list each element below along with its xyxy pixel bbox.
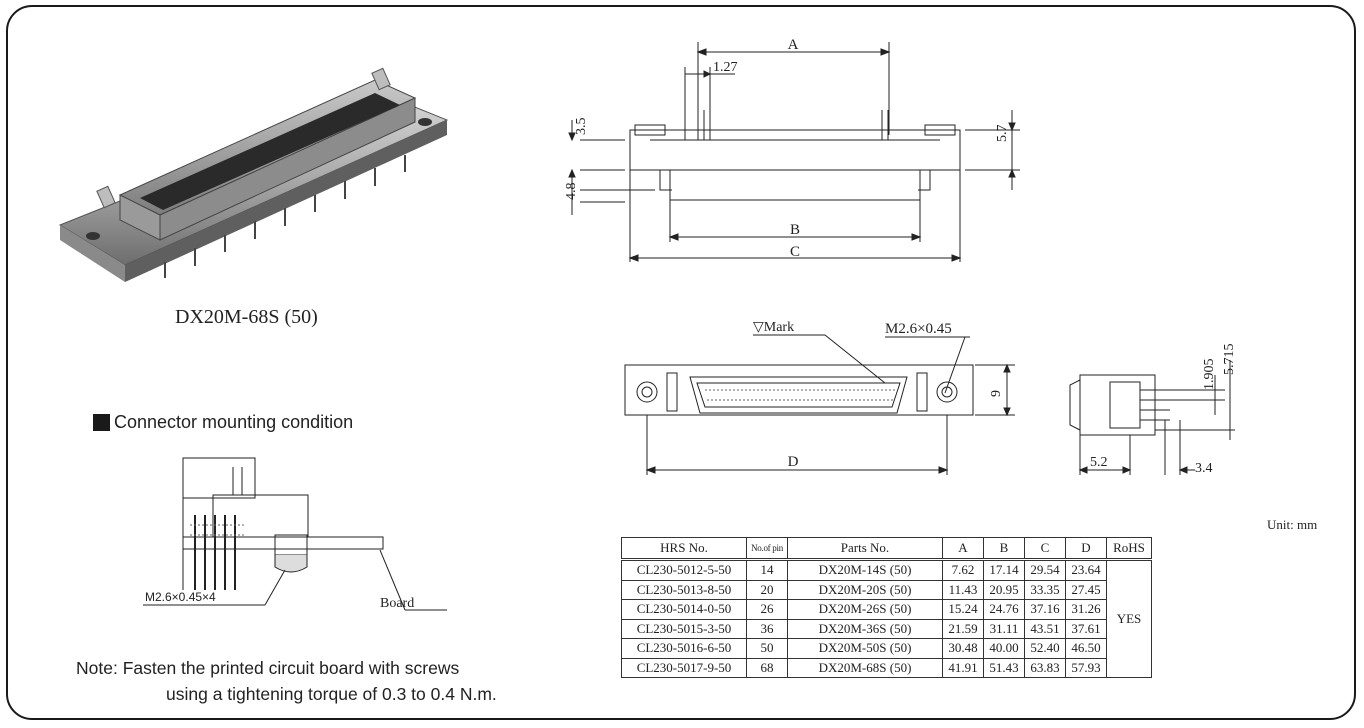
end-view-drawing: 1.905 5.715 5.2 3.4 bbox=[1069, 344, 1237, 476]
cell-a: 21.59 bbox=[942, 618, 984, 639]
cell-a: 15.24 bbox=[942, 599, 984, 620]
cell-c: 63.83 bbox=[1024, 657, 1066, 678]
dim-pitch-label: 1.27 bbox=[713, 60, 738, 75]
cell-parts-no: DX20M-68S (50) bbox=[787, 657, 943, 678]
mounting-section-title: Connector mounting condition bbox=[93, 412, 353, 433]
table-header-row: HRS No. No.of pin Parts No. A B C D RoHS bbox=[621, 537, 1152, 561]
note: Note: Fasten the printed circuit board w… bbox=[76, 655, 497, 707]
cell-c: 29.54 bbox=[1024, 559, 1066, 581]
cell-c: 37.16 bbox=[1024, 599, 1066, 620]
dim-1-905-label: 1.905 bbox=[1202, 359, 1217, 391]
note-line-1: Note: Fasten the printed circuit board w… bbox=[76, 658, 460, 678]
dim-c-label: C bbox=[790, 244, 800, 260]
product-caption: DX20M-68S (50) bbox=[175, 306, 318, 328]
col-b: B bbox=[983, 537, 1025, 561]
cell-parts-no: DX20M-20S (50) bbox=[787, 579, 943, 600]
cell-hrs-no: CL230-5017-9-50 bbox=[621, 657, 747, 678]
cell-parts-no: DX20M-50S (50) bbox=[787, 638, 943, 659]
cell-b: 24.76 bbox=[983, 599, 1025, 620]
col-parts-no: Parts No. bbox=[787, 537, 943, 561]
board-label: Board bbox=[380, 596, 414, 611]
dim-4-8-label: 4.8 bbox=[564, 183, 579, 201]
cell-hrs-no: CL230-5014-0-50 bbox=[621, 599, 747, 620]
cell-no-of-pin: 50 bbox=[746, 638, 788, 659]
table-row: CL230-5012-5-50 14 DX20M-14S (50) 7.62 1… bbox=[621, 559, 1152, 678]
cell-d: 37.61 bbox=[1065, 618, 1107, 639]
cell-d: 23.64 bbox=[1065, 559, 1107, 581]
cell-a: 41.91 bbox=[942, 657, 984, 678]
cell-d: 57.93 bbox=[1065, 657, 1107, 678]
dim-3-4-label: 3.4 bbox=[1195, 461, 1213, 476]
dim-5-2-label: 5.2 bbox=[1090, 455, 1108, 470]
mounting-drawing: M2.6×0.45×4 Board bbox=[143, 457, 447, 611]
screw-label: M2.6×0.45×4 bbox=[145, 590, 216, 604]
cell-b: 31.11 bbox=[983, 618, 1025, 639]
mark-label: ▽Mark bbox=[753, 320, 794, 335]
cell-hrs-no: CL230-5013-8-50 bbox=[621, 579, 747, 600]
dim-b-label: B bbox=[790, 222, 800, 238]
cell-parts-no: DX20M-36S (50) bbox=[787, 618, 943, 639]
col-hrs-no: HRS No. bbox=[621, 537, 747, 561]
col-no-of-pin: No.of pin bbox=[746, 537, 788, 561]
dim-d-label: D bbox=[788, 454, 799, 470]
note-line-2: using a tightening torque of 0.3 to 0.4 … bbox=[166, 684, 497, 704]
mounting-title-text: Connector mounting condition bbox=[114, 412, 354, 432]
square-bullet-icon bbox=[93, 414, 110, 431]
table-row: CL230-5017-9-50 68 DX20M-68S (50) 41.91 … bbox=[621, 657, 1152, 678]
cell-no-of-pin: 68 bbox=[746, 657, 788, 678]
cell-hrs-no: CL230-5016-6-50 bbox=[621, 638, 747, 659]
table-row: CL230-5016-6-50 50 DX20M-50S (50) 30.48 … bbox=[621, 638, 1152, 659]
connector-photo bbox=[58, 67, 449, 282]
cell-c: 43.51 bbox=[1024, 618, 1066, 639]
cell-hrs-no: CL230-5012-5-50 bbox=[621, 559, 747, 581]
cell-b: 17.14 bbox=[983, 559, 1025, 581]
cell-no-of-pin: 14 bbox=[746, 559, 788, 581]
screw-spec-label: M2.6×0.45 bbox=[885, 321, 952, 337]
cell-c: 33.35 bbox=[1024, 579, 1066, 600]
dim-5-7-label: 5.7 bbox=[995, 125, 1010, 143]
cell-parts-no: DX20M-26S (50) bbox=[787, 599, 943, 620]
cell-d: 27.45 bbox=[1065, 579, 1107, 600]
front-view-drawing: ▽Mark M2.6×0.45 9 D bbox=[624, 320, 1015, 475]
cell-no-of-pin: 36 bbox=[746, 618, 788, 639]
table-row: CL230-5015-3-50 36 DX20M-36S (50) 21.59 … bbox=[621, 618, 1152, 639]
cell-a: 11.43 bbox=[942, 579, 984, 600]
document-frame bbox=[6, 5, 1356, 720]
cell-a: 30.48 bbox=[942, 638, 984, 659]
cell-b: 51.43 bbox=[983, 657, 1025, 678]
side-view-drawing: A 1.27 3.5 4.8 5.7 B C bbox=[564, 37, 1020, 262]
cell-rohs: YES bbox=[1106, 559, 1152, 678]
unit-label: Unit: mm bbox=[1267, 517, 1318, 532]
dim-5-715-label: 5.715 bbox=[1222, 344, 1237, 376]
spec-table: HRS No. No.of pin Parts No. A B C D RoHS… bbox=[621, 537, 1152, 678]
dim-a-label: A bbox=[788, 37, 799, 53]
table-row: CL230-5014-0-50 26 DX20M-26S (50) 15.24 … bbox=[621, 599, 1152, 620]
cell-a: 7.62 bbox=[942, 559, 984, 581]
cell-no-of-pin: 20 bbox=[746, 579, 788, 600]
dim-3-5-label: 3.5 bbox=[574, 118, 589, 136]
dim-9-label: 9 bbox=[989, 390, 1004, 397]
cell-parts-no: DX20M-14S (50) bbox=[787, 559, 943, 581]
cell-c: 52.40 bbox=[1024, 638, 1066, 659]
col-c: C bbox=[1024, 537, 1066, 561]
cell-b: 40.00 bbox=[983, 638, 1025, 659]
cell-d: 46.50 bbox=[1065, 638, 1107, 659]
col-d: D bbox=[1065, 537, 1107, 561]
cell-hrs-no: CL230-5015-3-50 bbox=[621, 618, 747, 639]
cell-d: 31.26 bbox=[1065, 599, 1107, 620]
col-rohs: RoHS bbox=[1106, 537, 1152, 561]
table-row: CL230-5013-8-50 20 DX20M-20S (50) 11.43 … bbox=[621, 579, 1152, 600]
cell-b: 20.95 bbox=[983, 579, 1025, 600]
col-a: A bbox=[942, 537, 984, 561]
cell-no-of-pin: 26 bbox=[746, 599, 788, 620]
